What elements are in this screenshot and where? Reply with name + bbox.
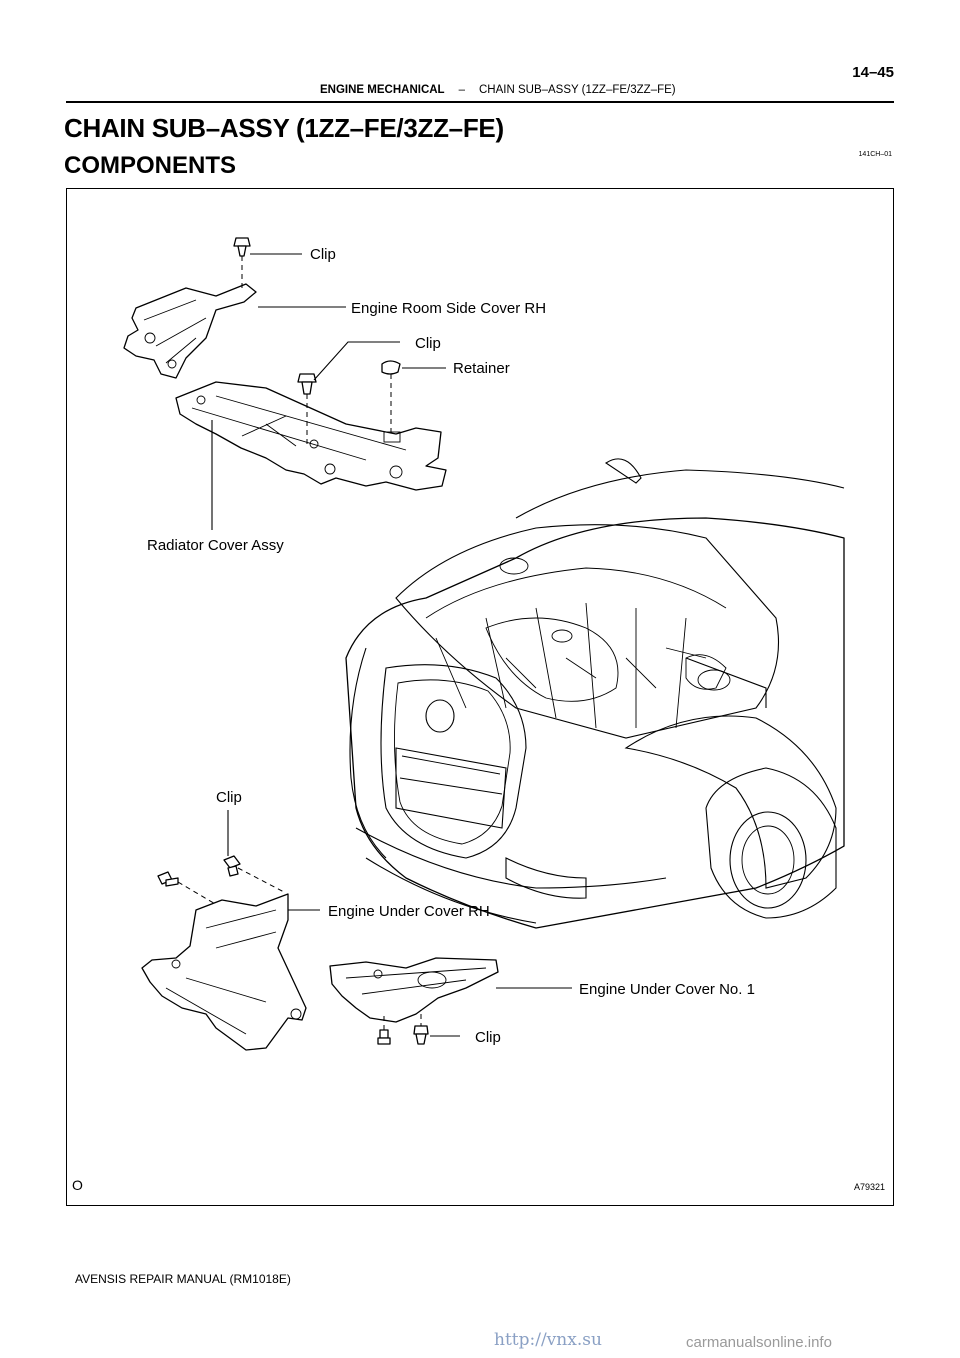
label-clip-bottom: Clip bbox=[475, 1029, 501, 1046]
clip-mid-icon bbox=[297, 373, 317, 395]
header-rule bbox=[66, 101, 894, 103]
clip-lower-icon bbox=[223, 855, 241, 877]
label-retainer: Retainer bbox=[453, 360, 510, 377]
label-clip-top: Clip bbox=[310, 246, 336, 263]
label-clip-lower: Clip bbox=[216, 789, 242, 806]
car-illustration bbox=[345, 458, 845, 929]
engine-under-cover-rh bbox=[141, 893, 307, 1051]
corner-mark: O bbox=[72, 1177, 83, 1193]
header-subsection: CHAIN SUB–ASSY (1ZZ–FE/3ZZ–FE) bbox=[479, 84, 676, 96]
label-clip-mid: Clip bbox=[415, 335, 441, 352]
label-engine-room-side-cover-rh: Engine Room Side Cover RH bbox=[351, 300, 546, 317]
page-number: 14–45 bbox=[852, 64, 894, 81]
label-engine-under-cover-rh: Engine Under Cover RH bbox=[328, 903, 490, 920]
page-title: CHAIN SUB–ASSY (1ZZ–FE/3ZZ–FE) bbox=[64, 113, 504, 143]
label-engine-under-cover-no1: Engine Under Cover No. 1 bbox=[579, 981, 755, 998]
engine-under-cover-no1 bbox=[329, 957, 499, 1023]
figure-id: A79321 bbox=[854, 1182, 885, 1192]
diagram-frame bbox=[66, 188, 894, 1206]
engine-room-side-cover-rh bbox=[123, 283, 257, 379]
header-separator: – bbox=[458, 84, 465, 96]
running-header: ENGINE MECHANICAL – CHAIN SUB–ASSY (1ZZ–FE… bbox=[320, 84, 676, 96]
radiator-cover-assy bbox=[175, 381, 447, 491]
components-diagram: Clip Engine Room Side Cover RH Clip Reta… bbox=[72, 237, 885, 1193]
bolt-lower-left-icon bbox=[157, 871, 179, 887]
watermark-site: carmanualsonline.info bbox=[686, 1334, 832, 1351]
footer-manual-id: AVENSIS REPAIR MANUAL (RM1018E) bbox=[75, 1272, 291, 1286]
clip-bottom-icon bbox=[413, 1025, 429, 1045]
label-radiator-cover-assy: Radiator Cover Assy bbox=[147, 537, 284, 554]
bolt-bottom-icon bbox=[377, 1029, 391, 1045]
header-section: ENGINE MECHANICAL bbox=[320, 84, 445, 96]
retainer-icon bbox=[381, 360, 401, 375]
section-title: COMPONENTS bbox=[64, 152, 237, 179]
clip-top-icon bbox=[233, 237, 251, 257]
watermark-link[interactable]: http://vnx.su bbox=[494, 1330, 602, 1350]
document-code: 141CH–01 bbox=[858, 151, 892, 158]
